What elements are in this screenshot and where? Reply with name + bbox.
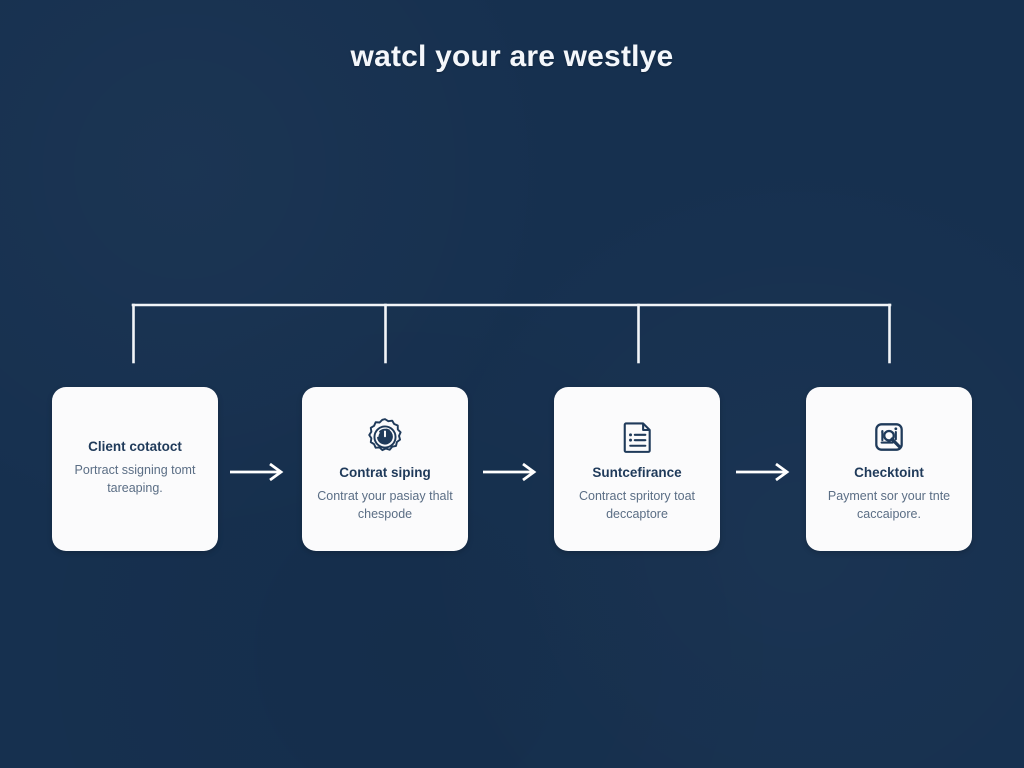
- arrow-step-3-to-4: [736, 462, 790, 482]
- process-steps-row: Client cotatoct Portract ssigning tomt t…: [52, 387, 972, 551]
- magnifier-frame-icon: [868, 413, 910, 461]
- page-title: watcl your are westlye: [350, 40, 674, 73]
- step-4-description: Payment sor your tnte caccaipore.: [827, 488, 951, 521]
- arrow-step-1-to-2: [230, 462, 284, 482]
- process-step-card-4[interactable]: Checktoint Payment sor your tnte caccaip…: [806, 387, 972, 551]
- step-4-title: Checktoint: [854, 464, 924, 480]
- step-3-title: Suntcefirance: [592, 464, 682, 480]
- document-list-icon: [616, 413, 658, 461]
- badge-refresh-icon: [363, 413, 407, 461]
- step-3-description: Contract spritory toat deccaptore: [578, 488, 695, 521]
- step-1-description: Portract ssigning tomt tareaping.: [74, 462, 196, 495]
- process-step-card-3[interactable]: Suntcefirance Contract spritory toat dec…: [554, 387, 720, 551]
- step-2-title: Contrat siping: [339, 464, 431, 480]
- process-step-card-1[interactable]: Client cotatoct Portract ssigning tomt t…: [52, 387, 218, 551]
- step-1-title: Client cotatoct: [88, 438, 182, 454]
- arrow-step-2-to-3: [483, 462, 537, 482]
- process-step-card-2[interactable]: Contrat siping Contrat your pasiay thalt…: [302, 387, 468, 551]
- step-2-description: Contrat your pasiay thalt chespode: [317, 488, 453, 521]
